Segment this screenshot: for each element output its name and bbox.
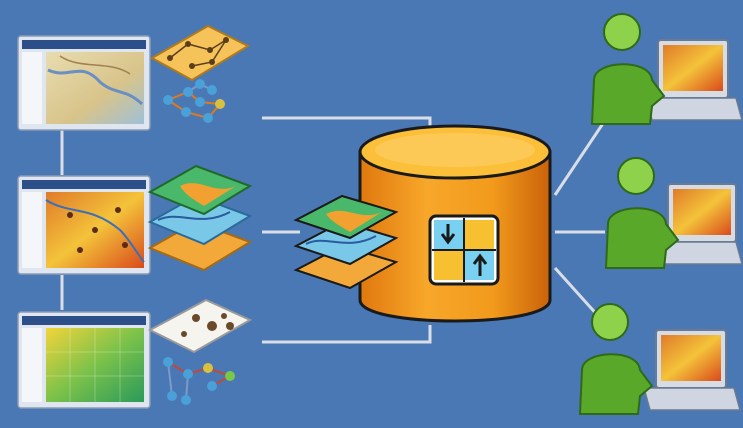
sync-arrows-icon [430,216,498,284]
connector-right-bottom [555,268,600,318]
window-sidebar [22,192,42,268]
desktop-monitor [646,40,742,120]
point-network-icon [163,79,225,123]
layer-sheet [152,26,248,80]
desktop-monitor [656,184,742,264]
window-sidebar [22,52,42,124]
central-database [360,126,550,321]
window-titlebar [22,316,146,325]
map-topographic [46,52,144,124]
user-1 [592,14,742,124]
desktop-monitor [644,330,740,410]
workstation-editor-3 [18,312,150,408]
person-icon [580,304,652,414]
workstation-editor-1 [18,36,150,130]
connector-bottom [262,325,430,342]
stacked-layers-icon [150,166,250,270]
window-titlebar [22,40,146,49]
workstation-editor-2 [18,176,150,274]
user-2 [606,158,742,268]
vector-layer-icon [152,26,248,80]
window-titlebar [22,180,146,189]
user-3 [580,304,740,414]
point-features-icon [150,300,250,352]
point-network-icon-2 [163,357,235,405]
window-sidebar [22,328,42,402]
